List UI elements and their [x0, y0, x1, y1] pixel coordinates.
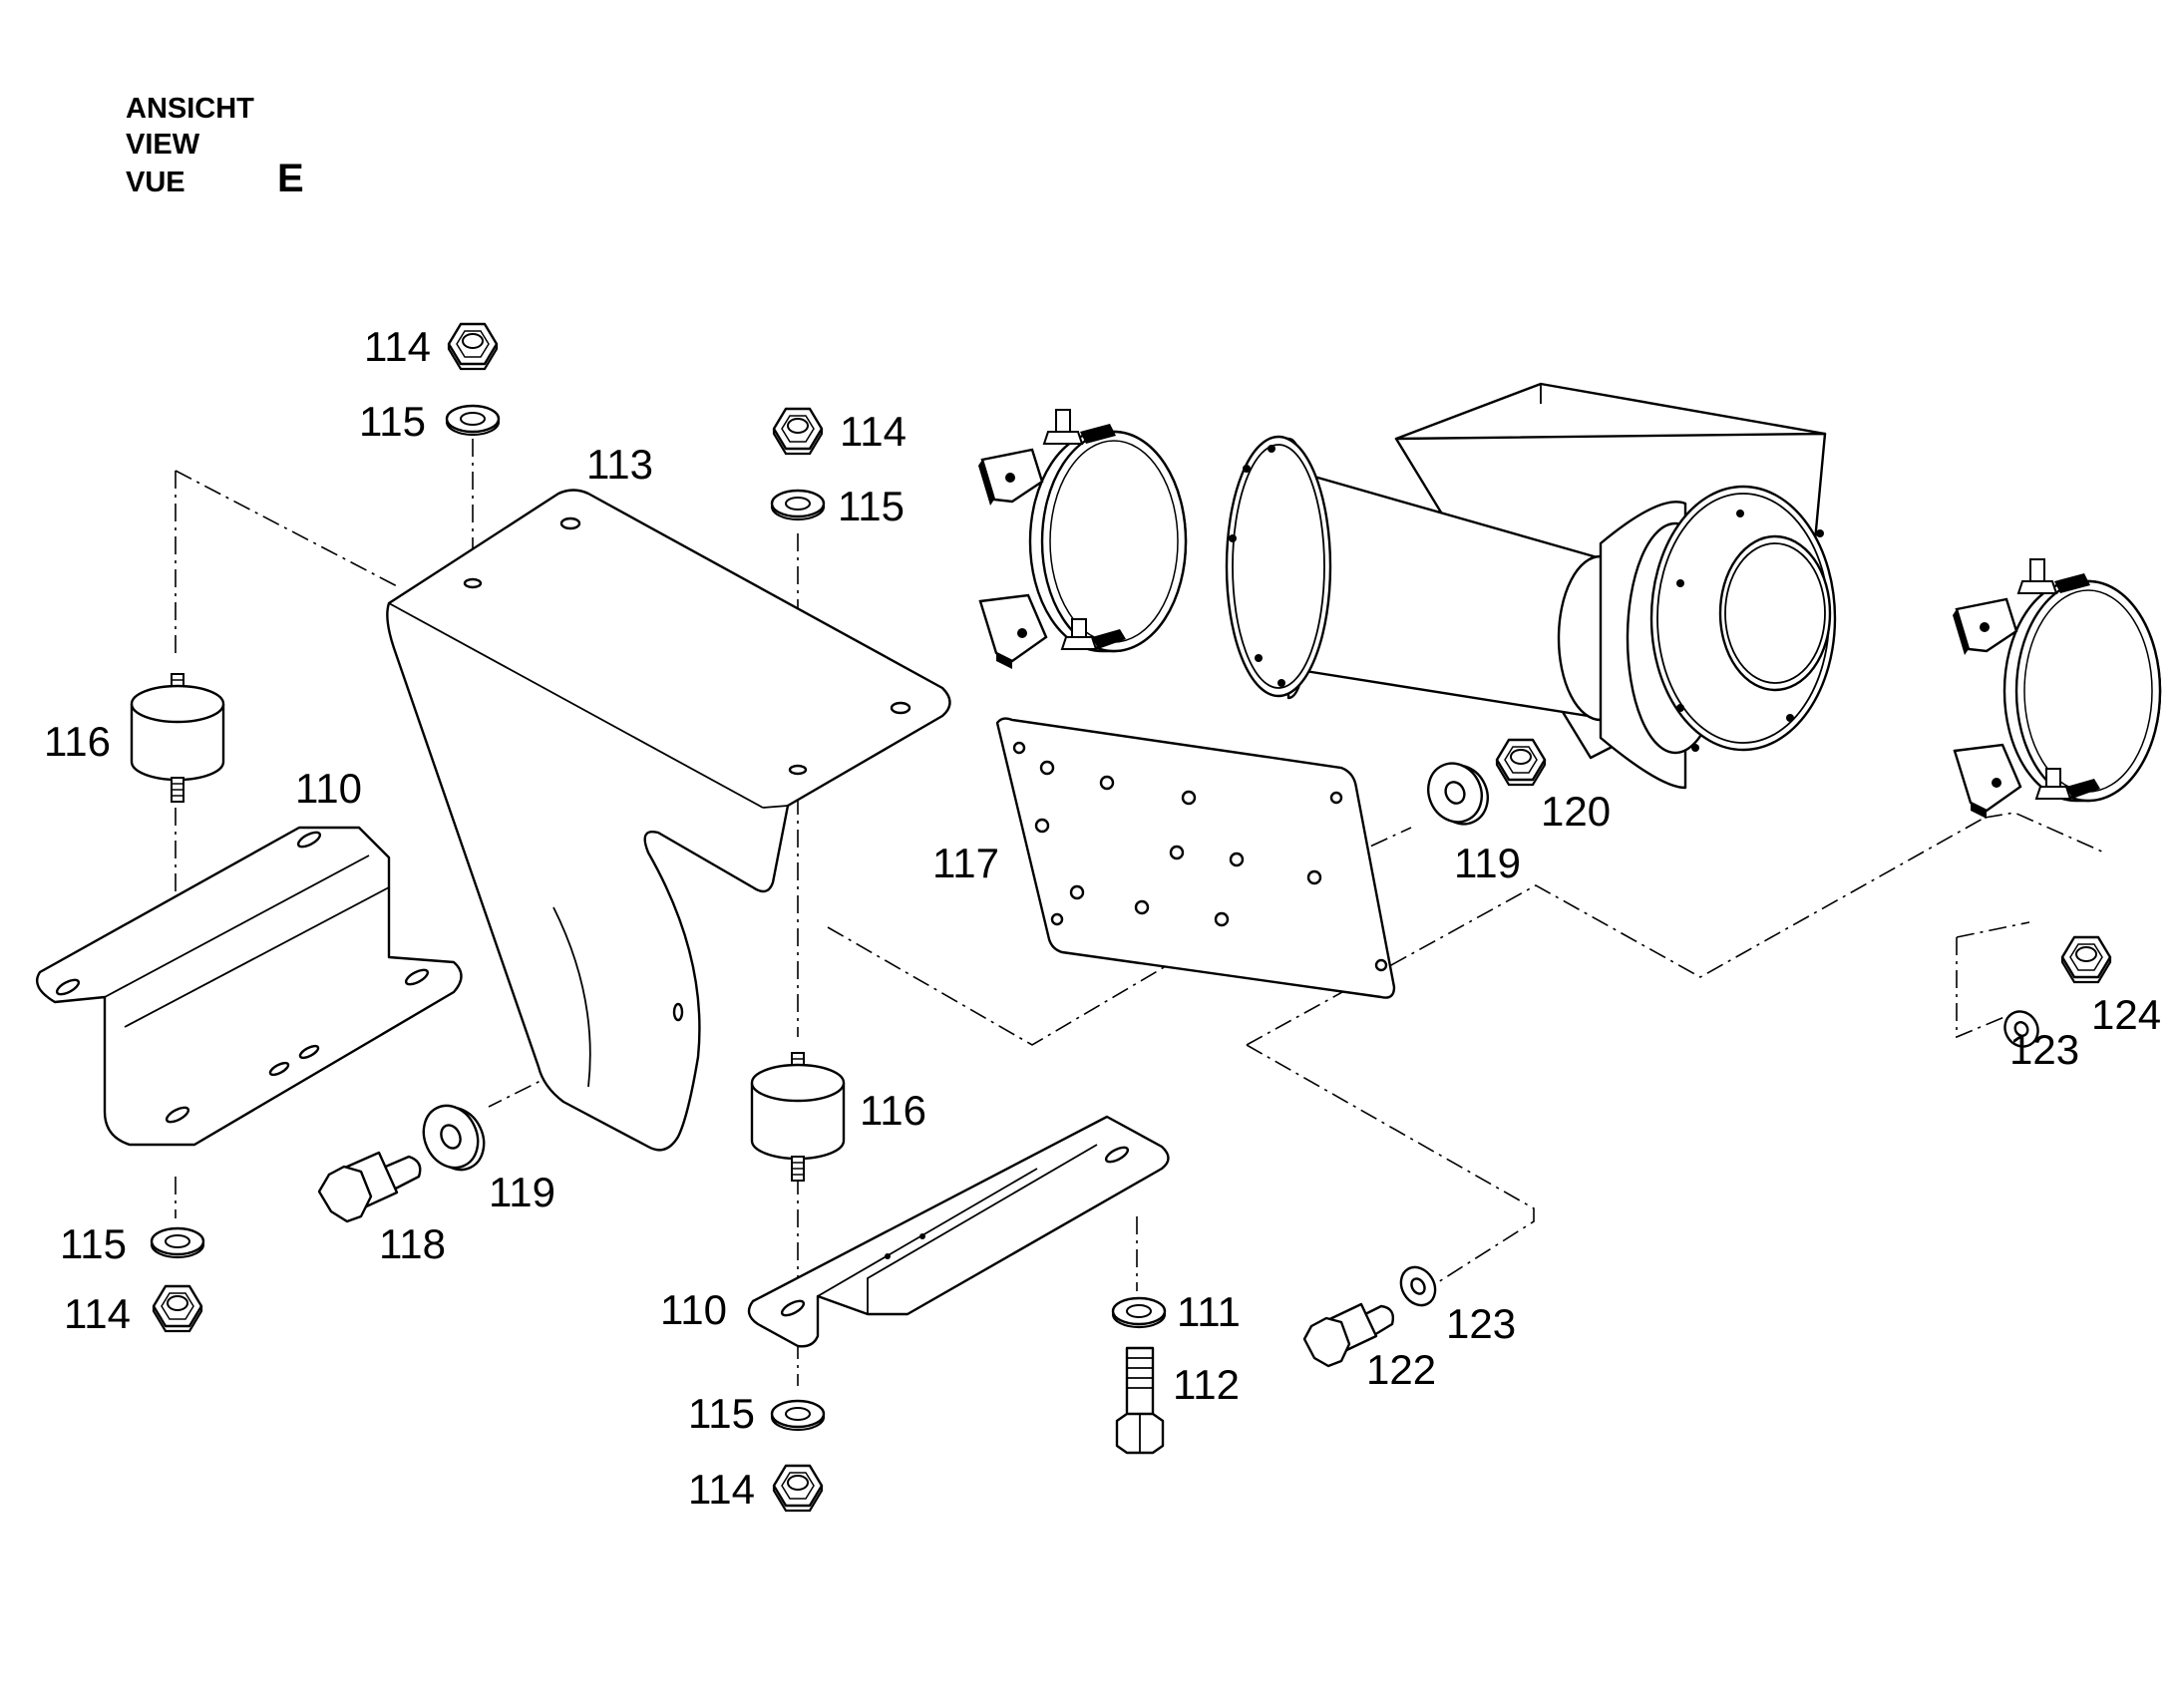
- bracket-110-left: [35, 826, 463, 1147]
- callout-112: 112: [1173, 1361, 1240, 1408]
- callout-120: 120: [1541, 788, 1611, 835]
- view-header-line-3: VUE: [126, 167, 185, 198]
- hex-nut-124: [2060, 935, 2112, 984]
- callout-122: 122: [1366, 1346, 1436, 1393]
- pipe-clamp-left: [976, 408, 1188, 671]
- callout-115: 115: [688, 1390, 755, 1437]
- callout-110: 110: [295, 765, 362, 812]
- view-header: ANSICHT VIEW VUE E: [126, 93, 304, 200]
- bolt-112: [1115, 1346, 1165, 1455]
- callout-119: 119: [489, 1169, 555, 1215]
- view-header-line-1: ANSICHT: [126, 93, 254, 125]
- callout-123: 123: [2009, 1026, 2079, 1073]
- hex-nut-114-top-left: [447, 322, 499, 371]
- plate-holes: [1012, 741, 1388, 972]
- washer-111: [1111, 1296, 1167, 1329]
- callout-115: 115: [60, 1220, 127, 1267]
- callout-110: 110: [660, 1286, 727, 1333]
- hex-nut-114-top-center: [772, 407, 824, 456]
- callout-111: 111: [1177, 1288, 1241, 1335]
- callout-117: 117: [932, 840, 999, 886]
- washer-115-top-left: [445, 404, 501, 437]
- muffler-outlet-flange-bolts: [1676, 510, 1824, 752]
- callout-113: 113: [586, 441, 653, 488]
- view-header-line-2: VIEW: [126, 129, 200, 161]
- hex-nut-114-bottom-center: [772, 1464, 824, 1513]
- callout-118: 118: [379, 1220, 446, 1267]
- callout-labels: 114 115 113 114 115 116 110 115 114 118 …: [44, 323, 2161, 1513]
- callout-114: 114: [840, 408, 907, 455]
- bolt-118: [317, 1151, 422, 1223]
- muffler: [1225, 382, 1837, 790]
- bracket-113: [386, 489, 951, 1152]
- washer-119-right: [1427, 762, 1489, 826]
- hex-nut-120: [1495, 738, 1547, 787]
- callout-116: 116: [44, 718, 111, 765]
- callout-114: 114: [364, 323, 431, 370]
- callout-116: 116: [860, 1087, 926, 1134]
- view-letter: E: [277, 157, 304, 200]
- callout-124: 124: [2091, 991, 2161, 1038]
- callout-119: 119: [1454, 840, 1521, 886]
- bracket-110-bottom: [747, 1115, 1170, 1348]
- callout-114: 114: [688, 1466, 755, 1513]
- washer-115-bottom-left: [150, 1226, 205, 1259]
- rubber-mount-116-left: [130, 672, 225, 804]
- washer-123-bottom: [1399, 1265, 1437, 1307]
- washer-115-top-center: [770, 489, 826, 521]
- washer-123-right: [2003, 1010, 2039, 1048]
- pipe-clamp-right: [1951, 557, 2162, 821]
- muffler-inlet-flange-bolts: [1229, 445, 1285, 687]
- bolt-122: [1302, 1302, 1395, 1368]
- plate-117: [995, 717, 1396, 999]
- washer-119-left: [422, 1104, 486, 1172]
- callout-123: 123: [1446, 1300, 1516, 1347]
- rubber-mount-116-center: [750, 1051, 846, 1183]
- washer-115-bottom-center: [770, 1399, 826, 1432]
- callout-115: 115: [359, 398, 426, 445]
- callout-114: 114: [64, 1290, 131, 1337]
- hex-nut-114-bottom-left: [152, 1284, 203, 1333]
- callout-115: 115: [838, 483, 905, 529]
